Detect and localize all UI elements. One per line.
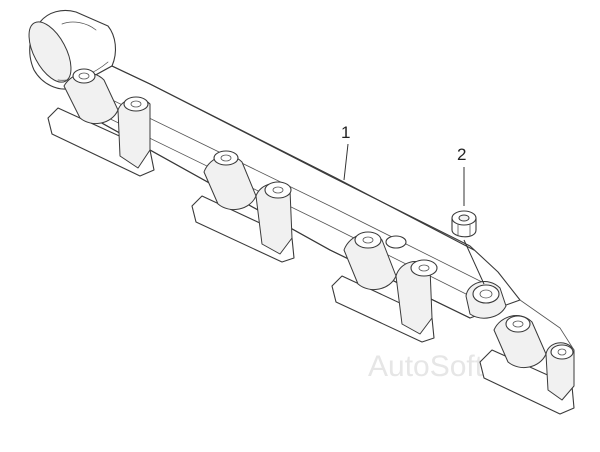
callout-1-leader xyxy=(343,143,349,181)
callout-2-leader-lower xyxy=(463,239,485,285)
manifold-port-flange-4 xyxy=(479,299,575,415)
exhaust-manifold xyxy=(28,9,575,415)
callout-1-label: 1 xyxy=(341,123,350,142)
callout-1: 1 xyxy=(341,123,350,181)
manifold-port-flange-2 xyxy=(191,150,295,263)
watermark: AutoSoft xyxy=(368,350,484,383)
manifold-port-flange-3 xyxy=(331,231,438,343)
manifold-sensor-boss xyxy=(465,281,507,319)
sensor-nut xyxy=(451,210,477,238)
callout-2-label: 2 xyxy=(457,145,466,164)
manifold-port-flange-1 xyxy=(47,68,155,177)
callout-2: 2 xyxy=(457,145,485,285)
